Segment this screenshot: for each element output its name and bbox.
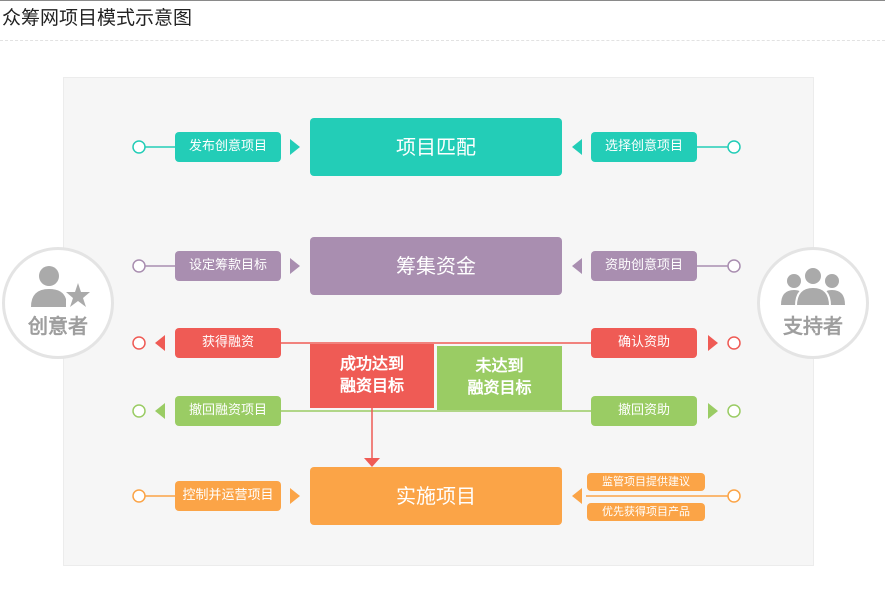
creator-label: 创意者 [28,314,88,338]
end-circle [727,140,741,154]
tag-control: 控制并运营项目 [175,481,281,511]
tag-withdraw-fund: 撤回资助 [591,396,697,426]
top-border [0,0,885,1]
person-star-icon [31,266,90,307]
arrow-left-icon [572,139,582,155]
success-line1: 成功达到 [339,354,404,373]
stage-raise: 筹集资金 [310,237,562,295]
arrow-right-icon [290,139,300,155]
tag-publish: 发布创意项目 [175,132,281,162]
implement-connectors [132,489,741,503]
tag-fund: 资助创意项目 [591,251,697,281]
title-divider [0,40,885,41]
arrow-right-icon [708,335,718,351]
fail-line2: 融资目标 [467,378,532,397]
end-circle [727,336,741,350]
arrow-right-icon [708,403,718,419]
end-circle [727,404,741,418]
tag-withdraw-project: 撤回融资项目 [175,396,281,426]
end-circle [132,404,146,418]
end-circle [132,336,146,350]
arrow-right-icon [290,258,300,274]
tag-choose: 选择创意项目 [591,132,697,162]
end-circle [727,489,741,503]
tag-priority: 优先获得项目产品 [587,503,705,521]
stage-implement: 实施项目 [310,467,562,525]
funding-connectors [132,336,741,350]
arrow-left-icon [155,403,165,419]
arrow-left-icon [155,335,165,351]
arrow-left-icon [572,488,582,504]
people-group-icon [781,266,845,307]
creator-actor: 创意者 [2,247,114,359]
page-title: 众筹网项目模式示意图 [2,7,193,29]
tag-get-funding: 获得融资 [175,328,281,358]
arrow-left-icon [572,258,582,274]
end-circle [132,140,146,154]
fail-line1: 未达到 [475,356,524,375]
success-box: 成功达到 融资目标 [310,344,434,408]
tag-set-goal: 设定筹款目标 [175,251,281,281]
success-line2: 融资目标 [339,376,404,395]
end-circle [132,489,146,503]
fail-box: 未达到 融资目标 [437,346,562,410]
stage-match: 项目匹配 [310,118,562,176]
tag-supervise: 监管项目提供建议 [587,473,705,491]
raise-connectors [132,259,741,273]
arrow-right-icon [290,488,300,504]
match-connectors [132,140,741,154]
withdraw-connectors [132,404,741,418]
end-circle [132,259,146,273]
supporter-actor: 支持者 [757,247,869,359]
supporter-label: 支持者 [783,314,843,338]
end-circle [727,259,741,273]
tag-confirm: 确认资助 [591,328,697,358]
arrow-down-icon [364,458,380,467]
